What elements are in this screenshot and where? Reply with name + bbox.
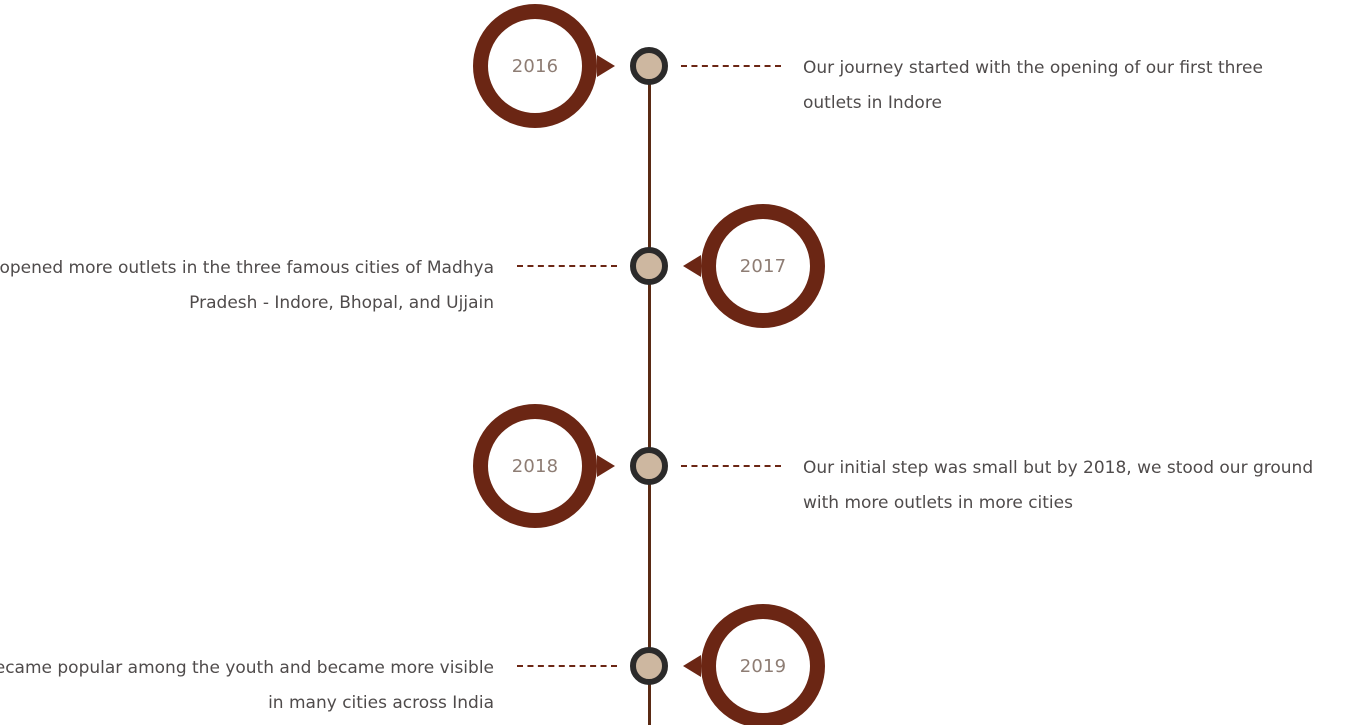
year-label: 2018 — [511, 455, 559, 477]
year-label: 2017 — [739, 255, 787, 277]
year-badge-2019: 2019 — [683, 604, 825, 725]
connector-dash — [681, 65, 781, 67]
milestone-description: We became popular among the youth and be… — [0, 658, 494, 713]
connector-dash — [517, 665, 617, 667]
connector-dash — [681, 465, 781, 467]
timeline-dot — [630, 447, 668, 485]
timeline-dot — [630, 247, 668, 285]
milestone-description: We opened more outlets in the three famo… — [0, 258, 494, 313]
year-badge-2017: 2017 — [683, 204, 825, 328]
year-label: 2016 — [511, 55, 559, 77]
year-label: 2019 — [739, 655, 787, 677]
milestone-description: Our journey started with the opening of … — [803, 58, 1263, 113]
timeline-axis — [648, 66, 651, 725]
year-badge-2018: 2018 — [473, 404, 615, 528]
badge-pointer — [597, 455, 615, 477]
connector-dash — [517, 265, 617, 267]
badge-pointer — [683, 255, 701, 277]
timeline-dot — [630, 47, 668, 85]
year-badge-2016: 2016 — [473, 4, 615, 128]
badge-pointer — [597, 55, 615, 77]
badge-pointer — [683, 655, 701, 677]
milestone-description: Our initial step was small but by 2018, … — [803, 458, 1314, 513]
timeline-dot — [630, 647, 668, 685]
